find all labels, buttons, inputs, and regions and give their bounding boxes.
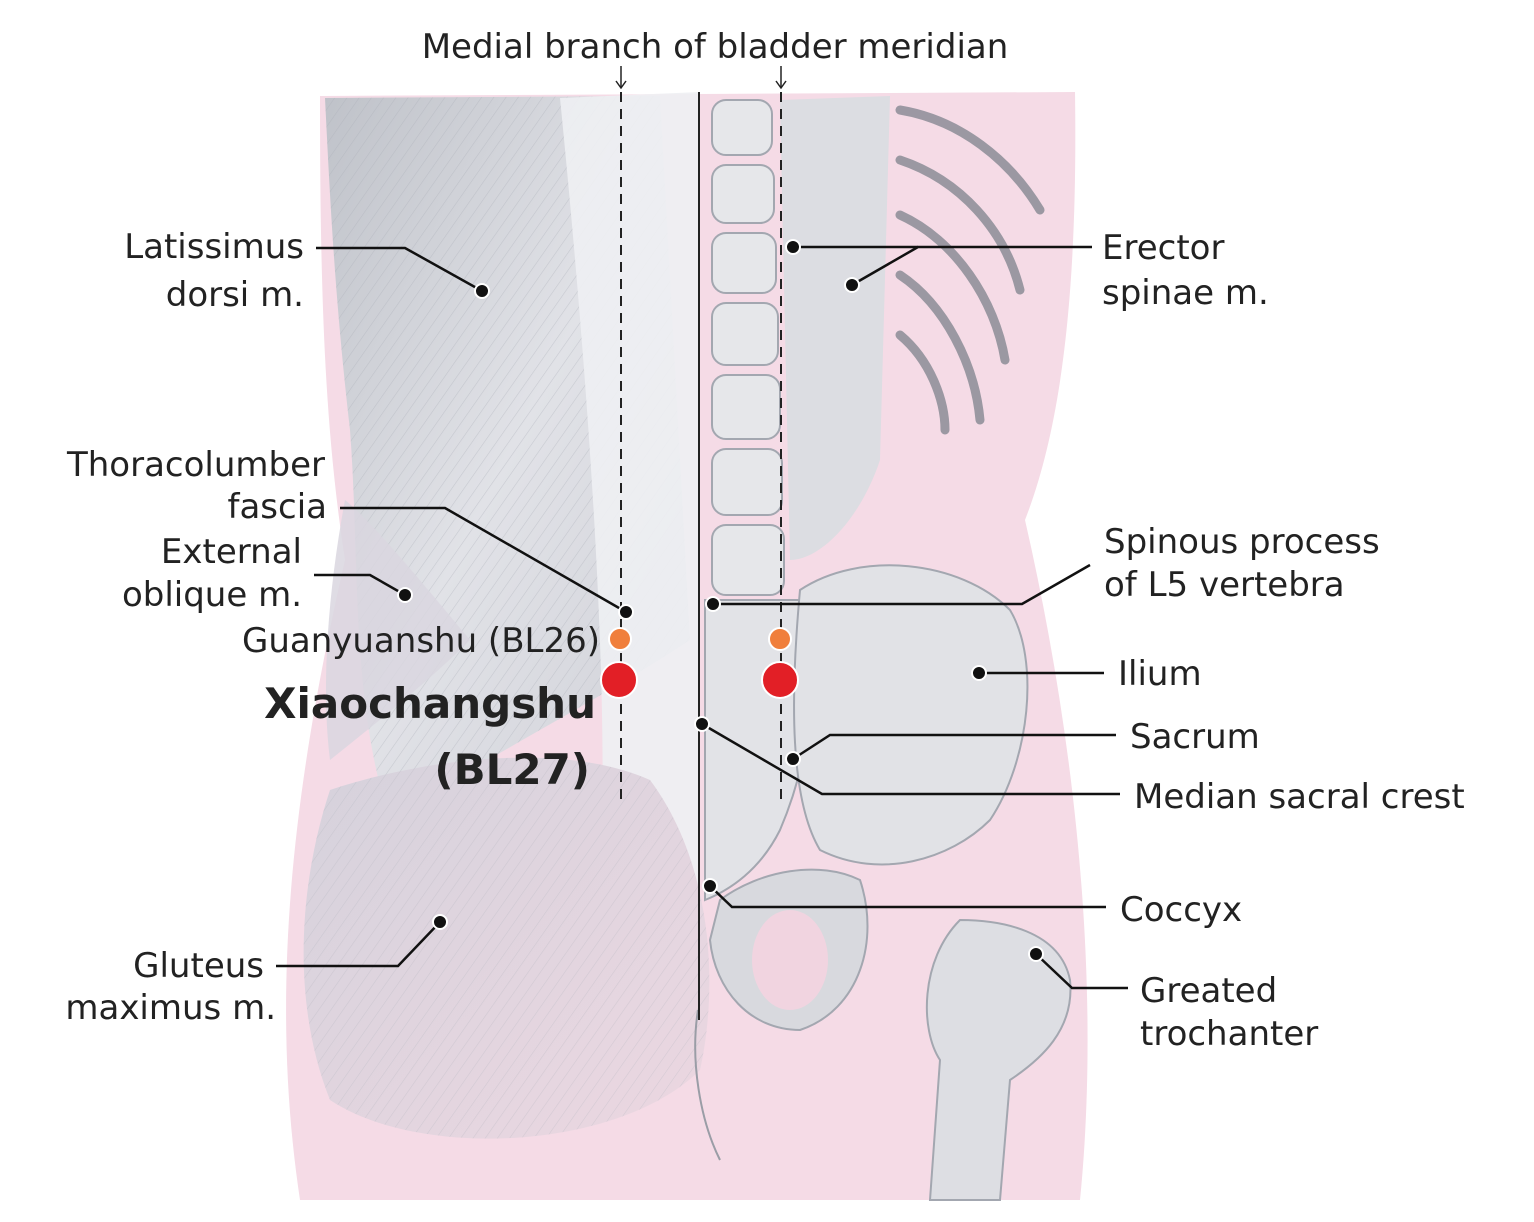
coccyx-leader — [709, 885, 1106, 909]
label-coccyx: Coccyx — [702, 878, 1242, 930]
bl27-point-left — [600, 661, 638, 699]
median-sacral-text: Median sacral crest — [1134, 777, 1465, 817]
gluteus-line2: maximus m. — [65, 988, 276, 1028]
body-illustration — [286, 92, 1088, 1201]
gluteal-cleft — [694, 1009, 721, 1161]
bl27-point-right — [761, 661, 799, 699]
gluteus-line1: Gluteus — [133, 946, 264, 986]
label-erector: Erector spinae m. — [785, 228, 1269, 313]
label-thoracolumbar: Thoracolumber fascia — [66, 445, 634, 620]
trochanter-leader — [1035, 953, 1128, 990]
gluteus-marker — [432, 914, 448, 930]
label-median-sacral: Median sacral crest — [694, 716, 1465, 817]
latissimus-line1: Latissimus — [124, 227, 304, 267]
femur — [925, 918, 1072, 1201]
bl26-label: Guanyuanshu (BL26) — [242, 621, 600, 661]
spinous-marker — [705, 596, 721, 612]
erector-line1: Erector — [1102, 228, 1224, 268]
label-spinous: Spinous process of L5 vertebra — [705, 522, 1380, 612]
label-trochanter: Greated trochanter — [1028, 946, 1318, 1054]
thoracolumbar-leader — [340, 506, 627, 614]
gluteus-fibres — [303, 757, 710, 1139]
thoracolumbar-marker — [618, 604, 634, 620]
coccyx-text: Coccyx — [1120, 890, 1242, 930]
label-gluteus: Gluteus maximus m. — [65, 914, 448, 1028]
thoracolumbar-fascia — [560, 92, 700, 1000]
label-sacrum: Sacrum — [785, 717, 1260, 767]
oblique-line2: oblique m. — [122, 575, 302, 615]
oblique-marker — [397, 587, 413, 603]
vertebral-column — [711, 99, 785, 596]
erector-marker-a — [785, 239, 801, 255]
oblique-leader — [314, 573, 406, 597]
diagram-title: Medial branch of bladder meridian — [422, 27, 1009, 67]
spinous-leader — [713, 563, 1091, 606]
trochanter-marker — [1028, 946, 1044, 962]
sacrum-text: Sacrum — [1130, 717, 1260, 757]
label-ilium: Ilium — [971, 654, 1202, 694]
median-sacral-marker — [694, 716, 710, 732]
bl27-code-label: (BL27) — [434, 745, 590, 794]
label-latissimus: Latissimus dorsi m. — [124, 227, 490, 315]
sacrum-marker — [785, 751, 801, 767]
thoracolumbar-line2: fascia — [228, 487, 328, 527]
erector-line2: spinae m. — [1102, 273, 1269, 313]
latissimus-line2: dorsi m. — [166, 275, 304, 315]
erector-marker-b — [844, 277, 860, 293]
external-oblique — [325, 500, 470, 760]
trochanter-line1: Greated — [1140, 971, 1277, 1011]
ribs — [895, 105, 1045, 435]
bl27-name-label: Xiaochangshu — [264, 679, 596, 728]
acupoints — [600, 627, 799, 699]
trochanter-line2: trochanter — [1140, 1014, 1318, 1054]
thoracolumbar-line1: Thoracolumber — [66, 445, 325, 485]
ilium-marker — [971, 665, 987, 681]
bl26-point-right — [768, 627, 792, 651]
bl26-point-left — [608, 627, 632, 651]
sacrum-leader — [792, 733, 1116, 761]
erector-spinae — [780, 96, 890, 560]
meridian-arrows — [615, 66, 787, 90]
oblique-line1: External — [161, 532, 302, 572]
obturator-foramen — [752, 910, 828, 1010]
gluteus-leader — [276, 921, 441, 968]
label-external-oblique: External oblique m. — [122, 532, 413, 615]
ilium-text: Ilium — [1118, 654, 1202, 694]
spinous-line1: Spinous process — [1104, 522, 1380, 562]
spinous-line2: of L5 vertebra — [1104, 565, 1345, 605]
latissimus-leader — [316, 246, 483, 293]
coccyx-marker — [702, 878, 718, 894]
median-sacral-leader — [701, 722, 1120, 796]
latissimus-marker — [474, 283, 490, 299]
